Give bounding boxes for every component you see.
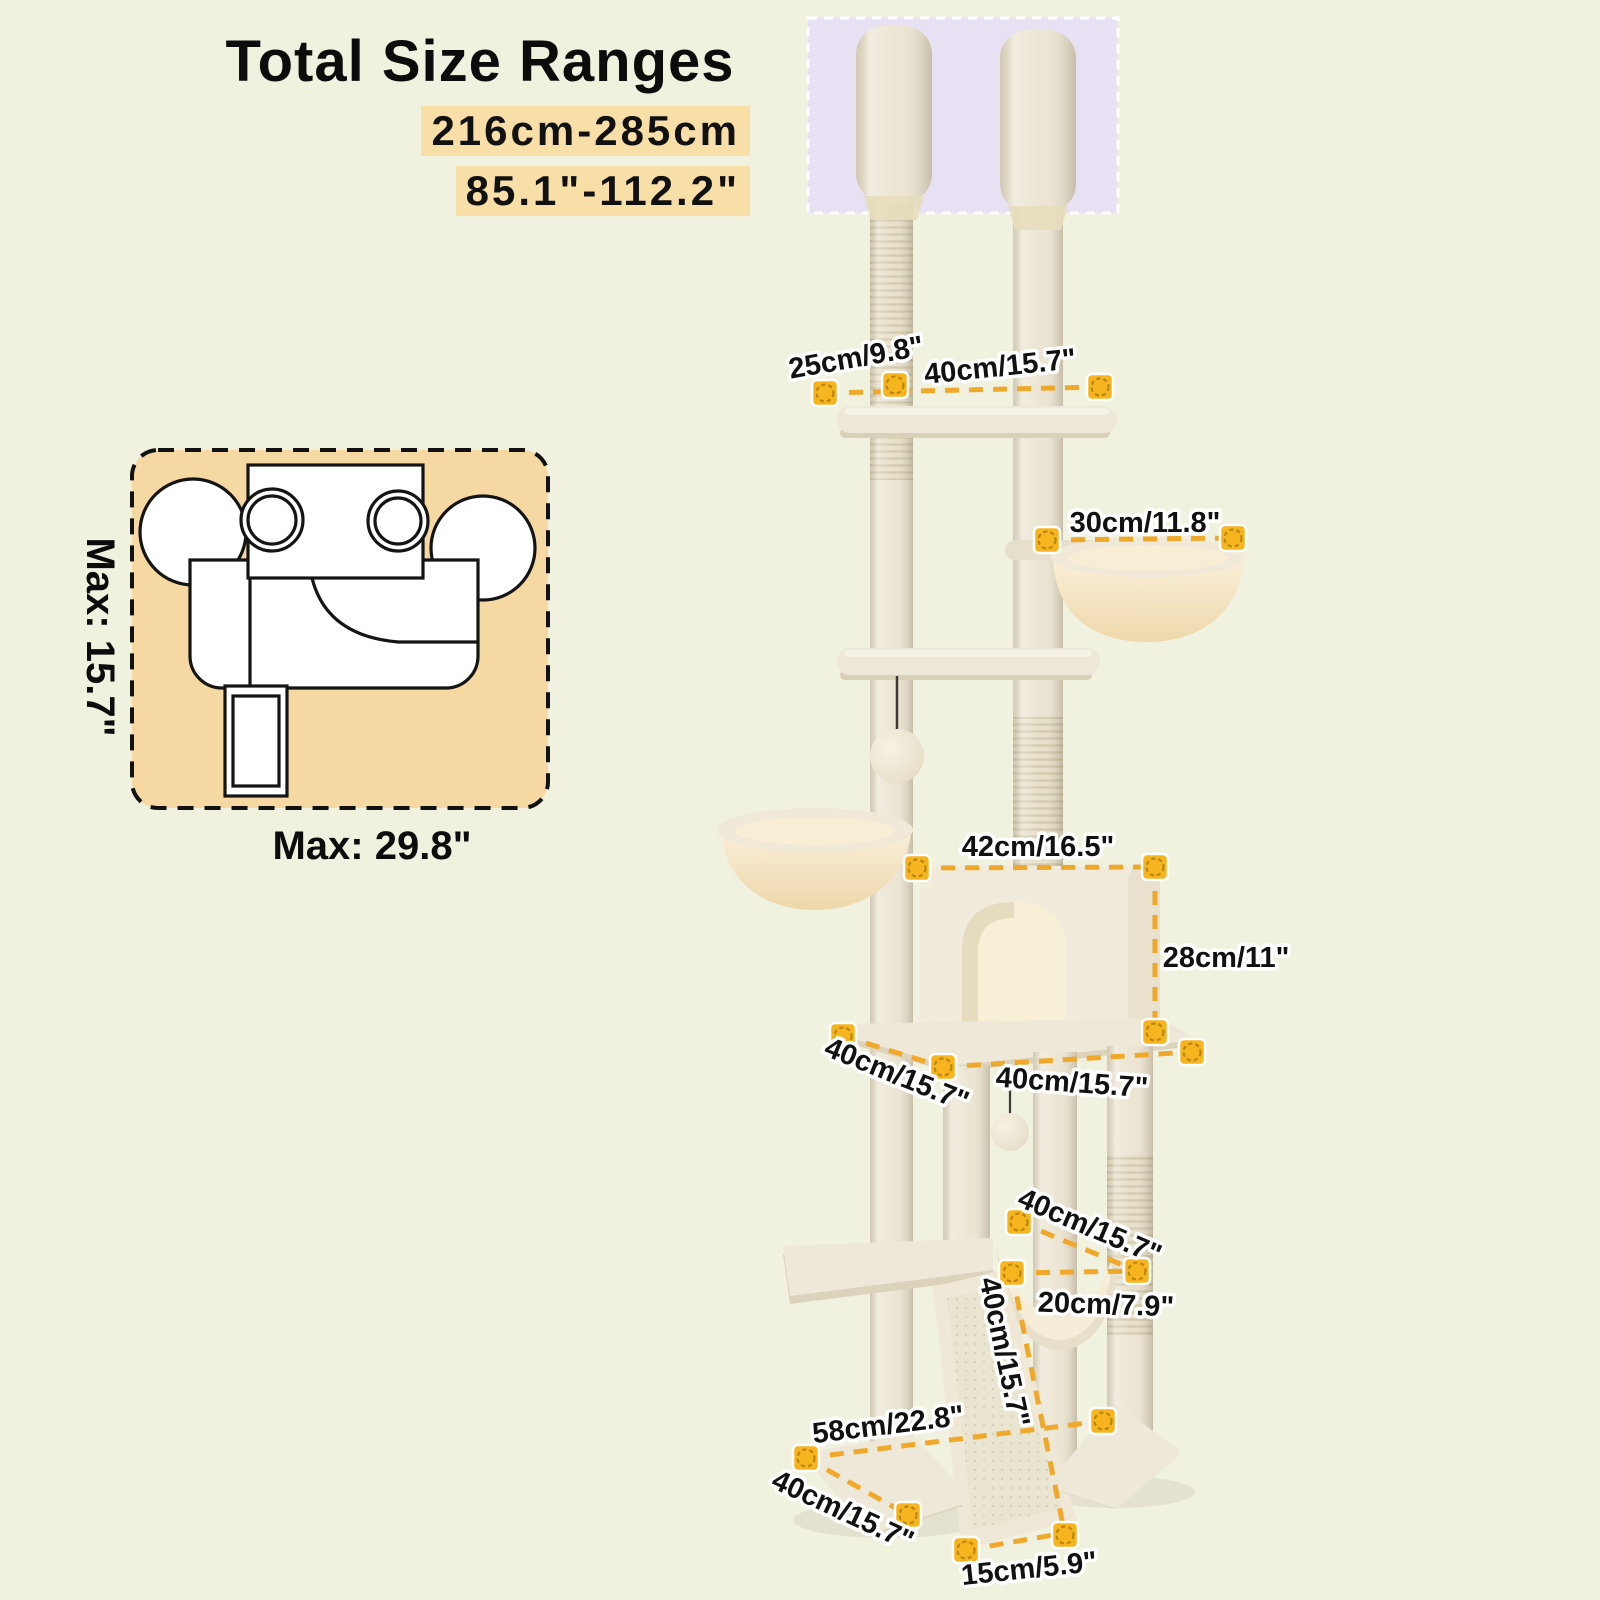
footprint-ring-left-inner — [246, 494, 298, 546]
footprint-curve — [310, 577, 478, 644]
dim-label-ramp-width: 15cm/5.9" — [960, 1546, 1099, 1592]
footprint-width-label: Max: 29.8" — [272, 824, 472, 868]
size-range-imperial: 85.1"-112.2" — [455, 166, 750, 216]
footprint-body — [188, 558, 480, 690]
dim-label-condo-width: 42cm/16.5" — [962, 831, 1114, 863]
dim-label-condo-height: 28cm/11" — [1163, 942, 1290, 974]
dim-line-base-depth — [804, 1455, 910, 1518]
post-right-lower — [1107, 1046, 1153, 1460]
condo-house — [920, 866, 1160, 1034]
dim-label-upper-basket: 30cm/11.8" — [1070, 507, 1221, 539]
dim-line-condo-depth — [842, 1033, 944, 1070]
footprint-ramp-inner — [231, 694, 281, 788]
hammock — [996, 1246, 1120, 1351]
dim-marker — [997, 1258, 1027, 1288]
post-mid-right — [1033, 1052, 1077, 1467]
dim-marker — [880, 370, 910, 400]
base-right — [1049, 1406, 1179, 1509]
platform-lower-left — [783, 1238, 993, 1304]
dim-label-hammock-width: 20cm/7.9" — [1037, 1287, 1174, 1324]
ceiling-sleeve-right — [1000, 30, 1076, 230]
dimension-lines — [804, 384, 1234, 1553]
dim-line-ramp-length — [1009, 1272, 1068, 1536]
ceiling-sleeve-left — [856, 26, 932, 220]
dim-marker — [893, 1500, 923, 1530]
footprint-diagram — [130, 448, 550, 810]
hanging-ball-toy-lower — [991, 1070, 1029, 1151]
dim-line-condo-platform — [942, 1049, 1193, 1070]
dim-marker — [1050, 1520, 1080, 1550]
dim-marker — [1088, 1406, 1118, 1436]
dim-marker — [810, 378, 840, 408]
dim-marker — [951, 1535, 981, 1565]
dim-marker — [928, 1052, 958, 1082]
size-range-block: 216cm-285cm 85.1"-112.2" — [300, 106, 750, 226]
footprint-ring-right-inner — [373, 496, 423, 546]
dim-marker — [791, 1443, 821, 1473]
dim-marker — [902, 853, 932, 883]
dim-marker — [1140, 852, 1170, 882]
dim-line-hammock-span — [1018, 1219, 1138, 1274]
hanging-ball-toy — [870, 676, 924, 783]
dim-marker — [1085, 372, 1115, 402]
condo-doorway — [962, 902, 1066, 1034]
dim-marker — [828, 1021, 858, 1051]
dim-line-hammock-width — [1011, 1268, 1138, 1276]
size-range-metric: 216cm-285cm — [421, 106, 750, 156]
cat-tree — [717, 16, 1245, 1550]
footprint-depth-label: Max: 15.7" — [78, 537, 122, 737]
base-left — [806, 1435, 969, 1535]
dimension-markers — [791, 370, 1248, 1565]
platform-mid — [837, 648, 1100, 680]
dim-line-upper-basket — [1046, 535, 1234, 543]
dim-marker — [1140, 1017, 1170, 1047]
dim-marker — [1177, 1037, 1207, 1067]
basket-left — [717, 808, 913, 910]
dim-line-ramp-width — [965, 1530, 1066, 1553]
dim-line-base-span — [805, 1418, 1104, 1461]
dim-marker — [1122, 1256, 1152, 1286]
page-title: Total Size Ranges — [225, 29, 735, 94]
dim-line-top — [824, 384, 1101, 396]
platform-top — [837, 406, 1117, 438]
dim-line-condo-width — [916, 864, 1156, 871]
dim-marker — [1218, 523, 1248, 553]
platform-condo-base — [836, 1018, 1198, 1072]
ramp-scratcher — [933, 1270, 1077, 1550]
post-mid-left — [943, 1066, 990, 1251]
dim-marker — [1032, 525, 1062, 555]
dim-marker — [1004, 1207, 1034, 1237]
